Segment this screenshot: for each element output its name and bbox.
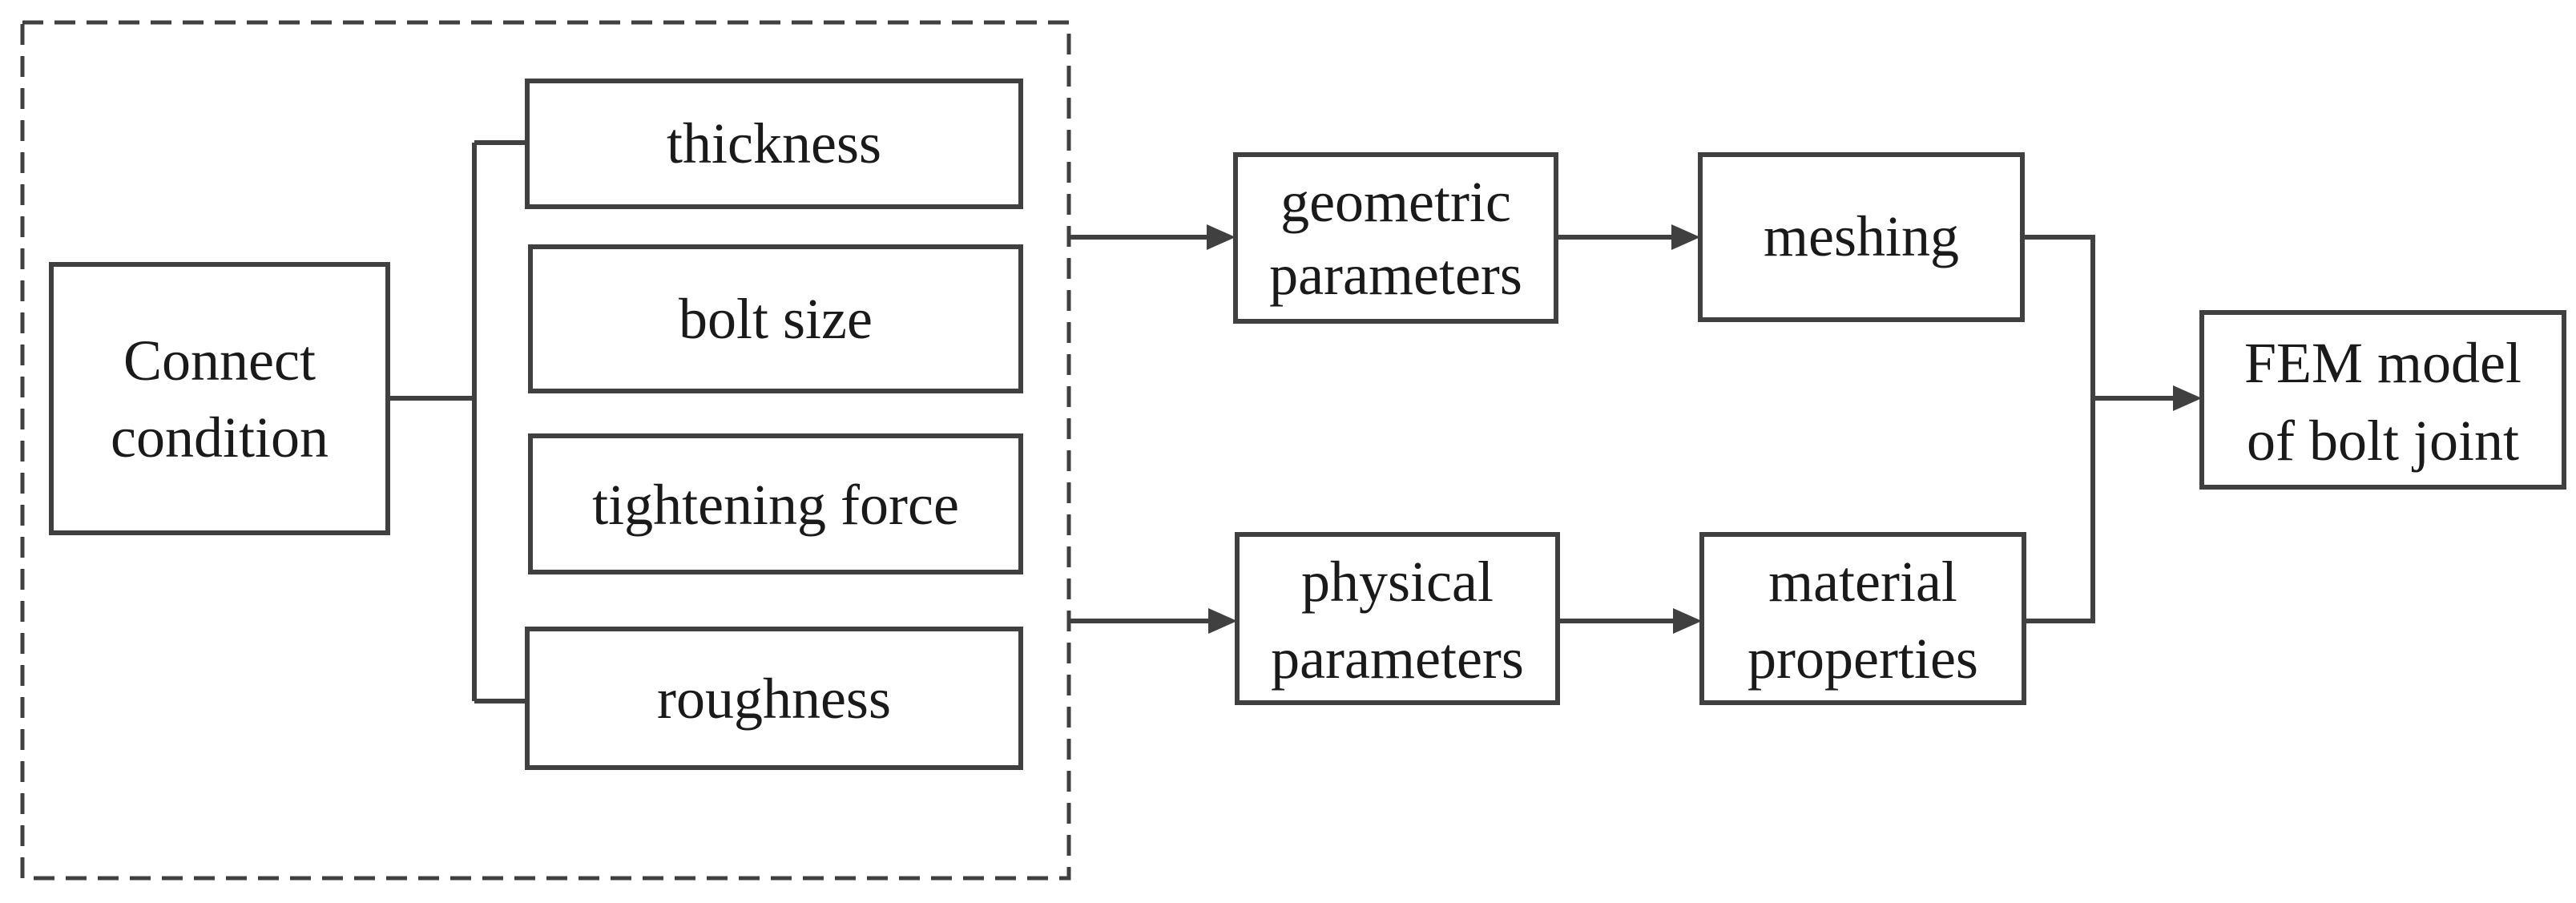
physical-parameters-label-line-2: parameters [1271,627,1524,691]
fem-model-label-line-2: of bolt joint [2247,409,2519,473]
roughness-label: roughness [657,667,891,731]
meshing-node: meshing [1698,152,2025,322]
geometric-parameters-label-line-1: geometric [1280,170,1511,234]
connect-condition-label-line-2: condition [111,405,329,470]
physical-parameters-label-line-1: physical [1301,550,1494,614]
meshing-label: meshing [1764,204,1959,268]
physical-parameters-node: physical parameters [1235,532,1560,705]
material-properties-node: material properties [1699,532,2026,705]
roughness-node: roughness [525,627,1023,770]
connect-condition-label-line-1: Connect [123,329,316,393]
thickness-node: thickness [525,79,1023,209]
geometric-parameters-node: geometric parameters [1233,152,1558,324]
fem-model-node: FEM model of bolt joint [2199,310,2566,490]
fem-model-label-line-1: FEM model [2244,331,2522,395]
material-properties-label-line-1: material [1768,550,1957,614]
physical-to-material-arrow [1558,608,1702,634]
geometric-parameters-label-line-2: parameters [1269,243,1522,307]
input-parameters-group [20,20,1071,881]
group-to-geometric-arrow [1069,224,1236,250]
geometric-to-meshing-arrow [1556,224,1700,250]
condition-bracket-connector [388,140,527,703]
bolt-size-node: bolt size [528,244,1023,393]
merge-connector [2022,235,2202,623]
tightening-force-node: tightening force [528,433,1023,574]
thickness-label: thickness [667,111,881,175]
bolt-size-label: bolt size [679,287,873,351]
material-properties-label-line-2: properties [1748,627,1978,691]
tightening-force-label: tightening force [592,473,959,537]
group-to-physical-arrow [1069,608,1237,634]
connect-condition-node: Connect condition [49,262,390,535]
